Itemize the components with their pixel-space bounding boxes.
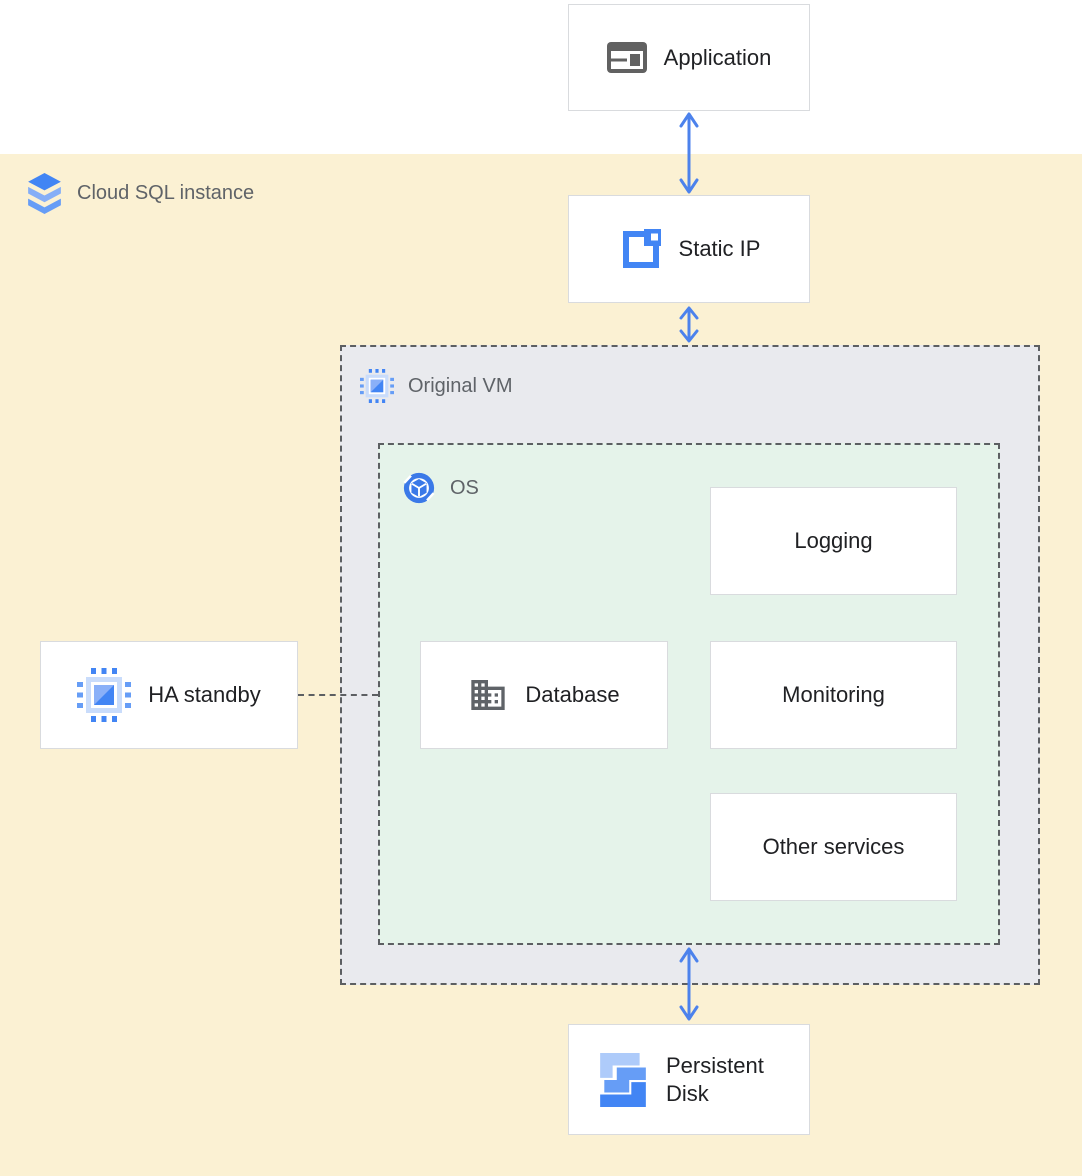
static-ip-icon [618,227,662,271]
os-icon [402,471,436,505]
persistent-disk-icon [600,1052,646,1107]
original-vm-region-label-text: Original VM [408,374,513,397]
persistent-disk-label: Persistent Disk [666,1053,764,1106]
arrow-os-persistentdisk [679,947,699,1021]
cloud-sql-icon [26,172,63,215]
ha-standby-node: HA standby [40,641,298,749]
arrow-application-staticip [679,112,699,194]
monitoring-label: Monitoring [782,682,885,707]
database-label: Database [525,682,620,707]
static-ip-label: Static IP [678,236,761,261]
cloud-sql-region-label: Cloud SQL instance [26,172,254,215]
ha-standby-label: HA standby [148,682,261,707]
logging-label: Logging [794,528,873,553]
monitoring-node: Monitoring [710,641,957,749]
compute-engine-icon [360,369,394,403]
application-icon [606,42,647,73]
original-vm-region-label: Original VM [360,369,512,403]
application-node: Application [568,4,810,111]
database-node: Database [420,641,668,749]
os-region-label: OS [402,471,479,505]
application-label: Application [663,44,772,70]
ha-standby-connector-line [298,694,378,696]
other-services-label: Other services [762,834,905,859]
os-region-label-text: OS [450,476,479,499]
database-icon [468,675,508,715]
static-ip-node: Static IP [568,195,810,303]
arrow-staticip-vm [679,306,699,343]
cloud-sql-region-label-text: Cloud SQL instance [77,182,255,204]
compute-engine-icon [77,668,132,722]
persistent-disk-node: Persistent Disk [568,1024,810,1135]
other-services-node: Other services [710,793,957,901]
logging-node: Logging [710,487,957,595]
